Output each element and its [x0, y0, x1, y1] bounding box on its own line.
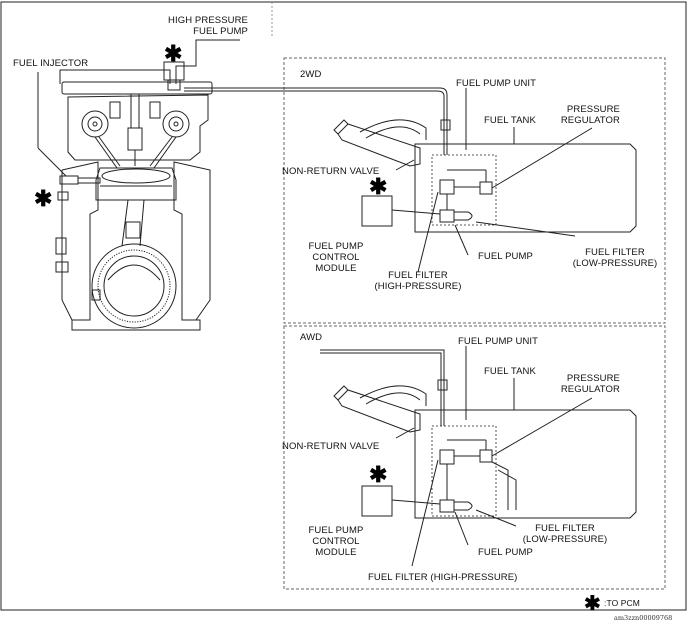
star-icon: ✱	[369, 174, 388, 199]
section-awd-box	[283, 325, 666, 590]
label-fuel-pump-awd: FUEL PUMP	[478, 547, 533, 558]
legend-star-icon: ✱	[584, 593, 601, 615]
high-pressure-fuel-pump	[163, 40, 197, 91]
figure-code: am3zzn00009768	[614, 614, 673, 622]
section-awd-title: AWD	[300, 332, 323, 343]
star-icon: ✱	[164, 41, 183, 66]
label-fuel-pump-unit-awd: FUEL PUMP UNIT	[458, 336, 539, 347]
label-fuel-filter-high-pressure-2wd: FUEL FILTER (HIGH-PRESSURE)	[374, 270, 462, 292]
label-fuel-tank-2wd: FUEL TANK	[484, 115, 536, 126]
label-fuel-filter-low-pressure-awd: FUEL FILTER (LOW-PRESSURE)	[522, 523, 608, 545]
engine-drawing	[37, 39, 240, 331]
section-2wd-box	[283, 57, 666, 324]
legend-to-pcm: :TO PCM	[604, 598, 640, 608]
figure-frame	[0, 1, 687, 611]
label-fuel-tank-awd: FUEL TANK	[484, 366, 536, 377]
label-fuel-filter-high-pressure-awd: FUEL FILTER (HIGH-PRESSURE)	[368, 572, 518, 583]
star-icon: ✱	[34, 186, 53, 211]
label-fuel-injector: FUEL INJECTOR	[13, 58, 89, 69]
section-awd-drawing	[320, 346, 637, 567]
section-2wd-drawing	[333, 88, 637, 273]
label-fuel-pump-control-module-awd: FUEL PUMP CONTROL MODULE	[308, 525, 364, 558]
label-non-return-valve-awd: NON-RETURN VALVE	[282, 441, 380, 452]
label-fuel-pump-control-module-2wd: FUEL PUMP CONTROL MODULE	[308, 241, 364, 274]
star-icon: ✱	[369, 462, 388, 487]
label-non-return-valve-2wd: NON-RETURN VALVE	[282, 166, 380, 177]
label-fuel-pump-2wd: FUEL PUMP	[478, 251, 533, 262]
label-pressure-regulator-2wd: PRESSURE REGULATOR	[560, 104, 620, 126]
fuel-line-to-tank	[184, 87, 448, 120]
section-2wd-title: 2WD	[300, 69, 322, 80]
label-fuel-filter-low-pressure-2wd: FUEL FILTER (LOW-PRESSURE)	[572, 247, 658, 269]
label-pressure-regulator-awd: PRESSURE REGULATOR	[560, 373, 620, 395]
label-high-pressure-fuel-pump: HIGH PRESSURE FUEL PUMP	[168, 15, 248, 37]
label-fuel-pump-unit-2wd: FUEL PUMP UNIT	[456, 78, 537, 89]
